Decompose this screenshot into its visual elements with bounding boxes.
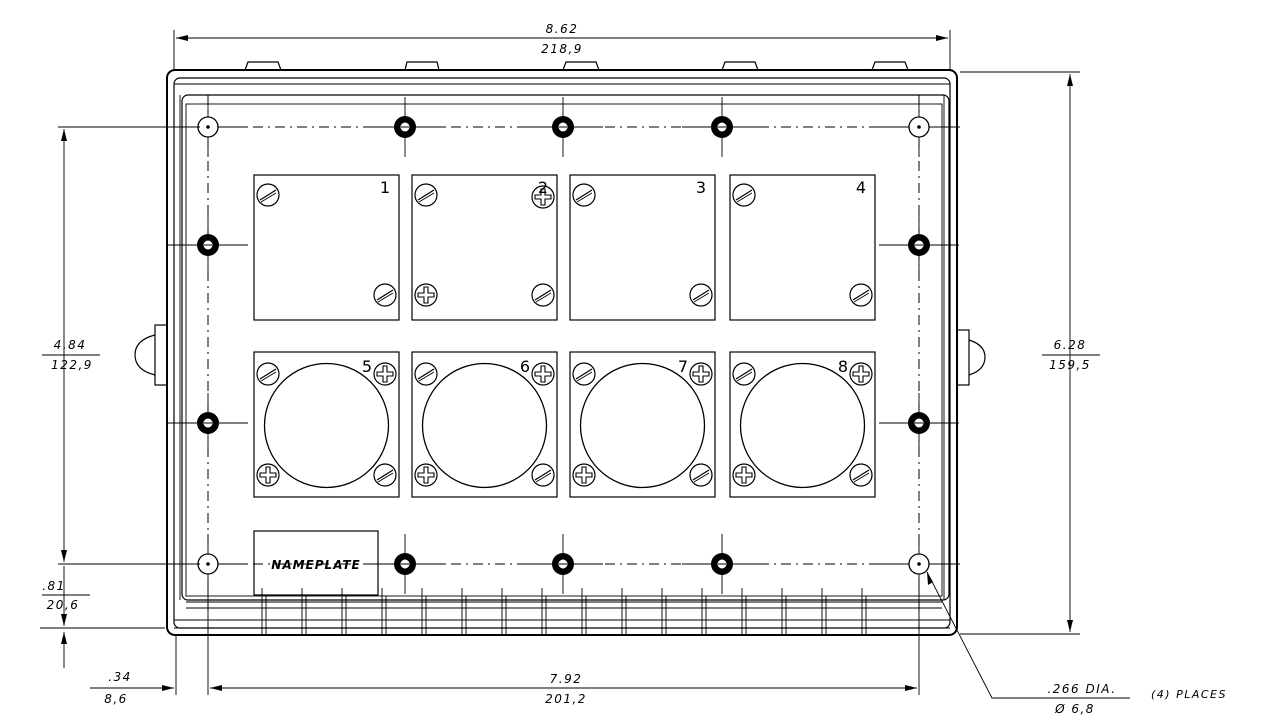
square-panel: 2 [411,174,558,321]
dim-hole-horizontal-spacing: 7.92 201,2 [210,578,920,706]
right-latch [956,329,986,386]
panel-number: 6 [520,357,530,376]
panel-number: 2 [538,178,548,197]
hole-diameter-mm: Ø 6,8 [1054,702,1095,716]
fastener-nut [682,97,762,157]
dim-hole-vertical-spacing: 4.84 122,9 [42,126,200,565]
nameplate: NAMEPLATE [253,530,379,596]
hinge-tabs [244,61,909,71]
left-offset-inch: .34 [108,670,132,684]
left-knob [134,324,168,386]
fastener-nut [365,534,445,594]
bottom-offset-inch: .81 [42,579,66,593]
hole-vertical-inch: 4.84 [54,338,87,352]
round-connector-panel: 7 [569,351,716,498]
bottom-offset-mm: 20,6 [47,598,80,612]
square-panel: 3 [569,174,716,321]
round-connector-panel: 5 [253,351,400,498]
mounting-hole [168,534,248,594]
hole-diameter-inch: .266 DIA. [1047,682,1116,696]
round-connector-panels: 5 6 7 8 [253,351,876,498]
fastener-nut [523,534,603,594]
panel-number: 7 [678,357,688,376]
hole-vertical-mm: 122,9 [51,358,93,372]
hole-count-note: (4) PLACES [1151,688,1227,701]
dim-overall-height: 6.28 159,5 [960,71,1100,635]
dim-left-hole-offset: .34 8,6 [90,580,209,706]
fastener-nut [879,393,959,453]
square-panel: 4 [729,174,876,321]
nameplate-label: NAMEPLATE [271,558,360,572]
fastener-nut [168,215,248,275]
left-offset-mm: 8,6 [104,692,128,706]
hole-horizontal-mm: 201,2 [545,692,587,706]
overall-height-inch: 6.28 [1054,338,1087,352]
panel-number: 1 [380,178,390,197]
dim-overall-width: 8.62 218,9 [173,22,951,70]
hole-horizontal-inch: 7.92 [550,672,583,686]
fastener-nut [365,97,445,157]
fastener-nut [682,534,762,594]
round-connector-panel: 6 [411,351,558,498]
fastener-nut [168,393,248,453]
overall-width-mm: 218,9 [541,42,583,56]
square-panel: 1 [253,174,400,321]
panel-number: 8 [838,357,848,376]
bottom-ribs [186,588,942,636]
round-connector-panel: 8 [729,351,876,498]
overall-width-inch: 8.62 [546,22,579,36]
mounting-holes [168,97,959,594]
dim-bottom-hole-offset: .81 20,6 [40,566,165,668]
mounting-hole [879,97,959,157]
square-panels: 1 2 3 4 [253,174,876,321]
fastener-nut [523,97,603,157]
fastener-nut [879,215,959,275]
panel-number: 4 [856,178,866,197]
overall-height-mm: 159,5 [1049,358,1091,372]
dim-hole-diameter-callout: .266 DIA. Ø 6,8 (4) PLACES [926,571,1227,716]
panel-number: 3 [696,178,706,197]
panel-number: 5 [362,357,372,376]
